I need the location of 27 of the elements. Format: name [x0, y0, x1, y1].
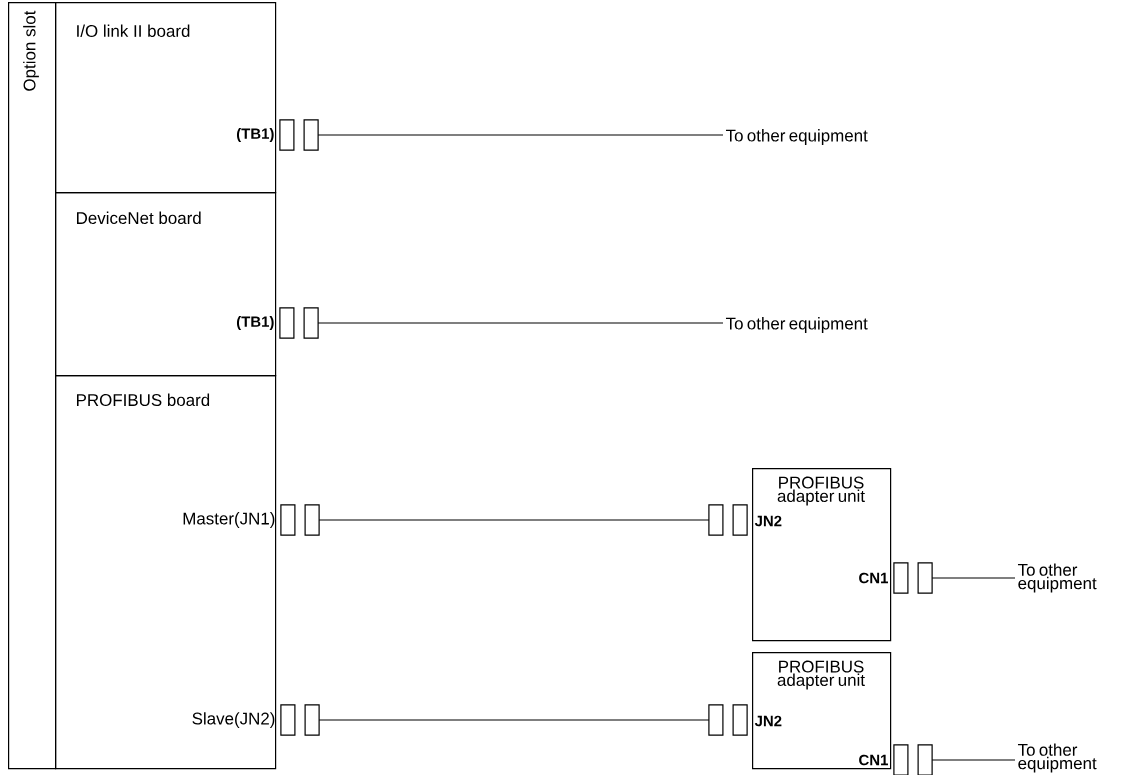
connector-symbol	[708, 704, 748, 736]
port-label: JN2	[754, 715, 782, 727]
port-label: Slave(JN2)	[192, 712, 275, 728]
connector-symbol	[893, 562, 933, 594]
port-label: Master(JN1)	[183, 512, 275, 528]
cable-line	[931, 577, 1016, 579]
connector-symbol	[893, 744, 933, 775]
connector-symbol	[279, 119, 319, 151]
port-label: (TB1)	[236, 316, 274, 330]
cable-line	[317, 322, 724, 324]
option-slot-band: Option slot	[8, 2, 57, 770]
cable-line	[931, 759, 1016, 761]
connector-symbol	[279, 307, 319, 339]
connector-symbol	[280, 704, 320, 736]
port-label: CN1	[859, 754, 888, 766]
equipment-label: To other equipment	[1018, 563, 1097, 593]
equipment-label: To other equipment	[726, 317, 868, 333]
port-label: JN2	[754, 515, 782, 527]
cable-line	[318, 519, 710, 521]
port-label: CN1	[859, 572, 888, 584]
cable-line	[318, 719, 710, 721]
connector-symbol	[708, 504, 748, 536]
connector-symbol	[280, 504, 320, 536]
equipment-label: To other equipment	[726, 129, 868, 145]
cable-line	[317, 134, 724, 136]
port-label: (TB1)	[236, 128, 274, 142]
equipment-label: To other equipment	[1018, 743, 1097, 773]
